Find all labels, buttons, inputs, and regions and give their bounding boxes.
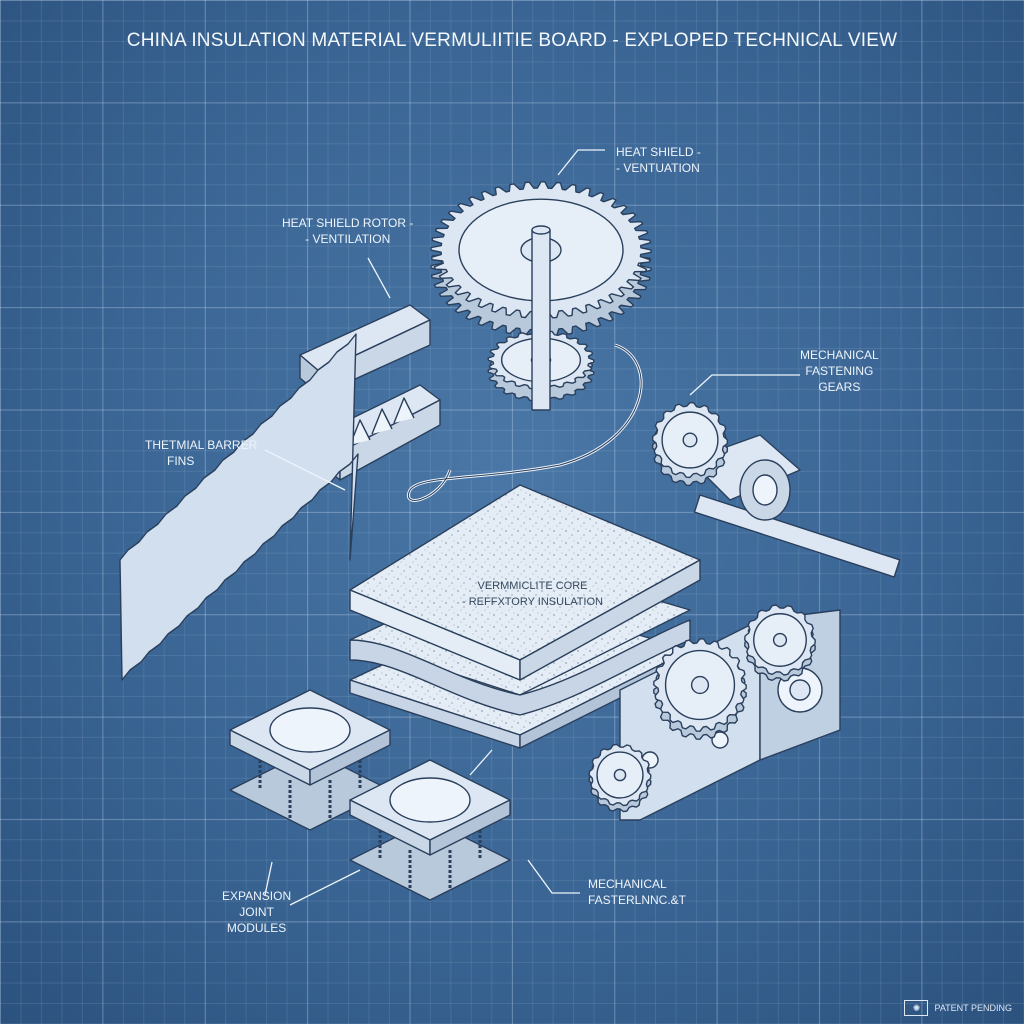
vermiculite-board <box>349 484 701 749</box>
fastening-gear-shaft <box>651 401 901 578</box>
patent-text: PATENT PENDING <box>934 1003 1012 1013</box>
thermal-barrier-fins <box>119 333 359 681</box>
label-heat-shield: HEAT SHIELD - - VENTUATION <box>616 144 701 176</box>
gear-hub <box>682 432 698 448</box>
label-line: HEAT SHIELD - <box>616 145 701 159</box>
label-line: - REFFXTORY INSULATION <box>462 596 603 608</box>
label-line: MECHANICAL <box>800 348 879 362</box>
page-title: CHINA INSULATION MATERIAL VERMULIITIE BO… <box>126 30 898 51</box>
expansion-joint-module <box>349 759 511 901</box>
label-mechanical-gears: MECHANICAL FASTENING GEARS <box>800 347 879 395</box>
label-line: FASTENING <box>805 364 874 378</box>
label-line: HEAT SHIELD ROTOR - <box>282 216 414 230</box>
label-line: VERMMICLITE CORE <box>477 580 588 592</box>
label-line: FINS <box>167 454 195 468</box>
label-line: JOINT <box>239 905 274 919</box>
label-line: MODULES <box>226 921 287 935</box>
label-expansion-joint: EXPANSION JOINT MODULES <box>222 888 291 936</box>
patent-badge: ✺ PATENT PENDING <box>904 1000 1012 1016</box>
seal-icon: ✺ <box>904 1000 929 1016</box>
bracket-gear-assembly <box>588 604 841 821</box>
gear-hub <box>613 768 627 782</box>
label-line: - VENTUATION <box>616 161 700 175</box>
label-line: GEARS <box>818 380 861 394</box>
expansion-joint-module <box>229 689 391 831</box>
label-thermal-barrier: THETMIAL BARRER FINS <box>145 437 257 469</box>
label-line: EXPANSION <box>222 889 292 903</box>
leader-lines <box>264 149 800 906</box>
label-heat-shield-rotor: HEAT SHIELD ROTOR - - VENTILATION <box>282 215 413 247</box>
gear-hub <box>690 675 710 695</box>
label-vermiculite-core: VERMMICLITE CORE - REFFXTORY INSULATION <box>462 578 603 610</box>
gear-hub <box>772 632 788 648</box>
gear-shaft <box>531 229 551 411</box>
label-line: FASTERLNNC.&T <box>588 893 687 907</box>
label-line: THETMIAL BARRER <box>145 438 258 452</box>
label-line: MECHANICAL <box>588 877 667 891</box>
label-line: - VENTILATION <box>305 232 391 246</box>
label-mechanical-fastening: MECHANICAL FASTERLNNC.&T <box>588 876 686 908</box>
